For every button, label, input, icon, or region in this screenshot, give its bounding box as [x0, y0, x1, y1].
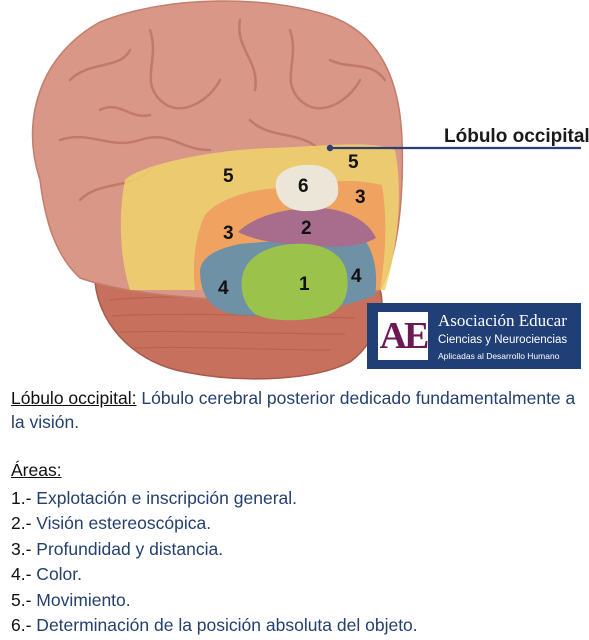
area-item: 2.- Visión estereoscópica.: [11, 511, 418, 536]
area-description: Profundidad y distancia.: [31, 538, 224, 559]
area-number: 4.-: [11, 564, 32, 585]
region-label-6: 6: [298, 176, 309, 197]
areas-heading: Áreas:: [11, 460, 62, 480]
region-label-4-left: 4: [218, 278, 229, 299]
region-2: [238, 207, 376, 247]
logo-mark: AE: [378, 312, 429, 360]
area-number: 1.-: [11, 488, 32, 508]
region-label-3-right: 3: [355, 187, 366, 208]
areas-list: 1.- Explotación e inscripción general. 2…: [11, 486, 418, 638]
region-6: [275, 164, 339, 212]
region-label-5-left: 5: [223, 166, 234, 187]
definition-term: Lóbulo occipital:: [11, 388, 137, 408]
region-label-1: 1: [299, 274, 310, 295]
region-label-4-right: 4: [351, 266, 362, 287]
area-number: 5.-: [11, 589, 32, 610]
area-description: Visión estereoscópica.: [31, 513, 212, 534]
area-item: 3.- Profundidad y distancia.: [11, 537, 418, 562]
area-item: 5.- Movimiento.: [11, 588, 418, 613]
definition: Lóbulo occipital: Lóbulo cerebral poster…: [11, 386, 581, 434]
region-label-3-left: 3: [223, 223, 234, 244]
area-item: 4.- Color.: [11, 562, 418, 587]
logo-title: Asociación Educar: [438, 311, 567, 330]
area-item: 6.- Determinación de la posición absolut…: [11, 613, 418, 638]
area-description: Color.: [31, 564, 83, 585]
area-number: 3.-: [11, 538, 32, 559]
brain-diagram: 1 2 3 3 4 4 5 5 6: [31, 0, 581, 380]
region-1: [241, 243, 348, 321]
area-item: 1.- Explotación e inscripción general.: [11, 486, 418, 511]
logo: AE Asociación Educar Ciencias y Neurocie…: [367, 303, 581, 369]
callout-dot: [326, 144, 334, 152]
area-description: Explotación e inscripción general.: [31, 488, 298, 508]
region-label-2: 2: [301, 218, 312, 239]
region-label-5-right: 5: [348, 152, 359, 173]
area-number: 6.-: [11, 614, 32, 635]
area-number: 2.-: [11, 513, 32, 534]
callout-label: Lóbulo occipital: [444, 126, 589, 147]
brain-gyri: [58, 18, 387, 202]
logo-tagline: Aplicadas al Desarrollo Humano: [438, 351, 560, 361]
logo-subtitle: Ciencias y Neurociencias: [438, 334, 568, 346]
area-description: Determinación de la posición absoluta de…: [31, 614, 418, 635]
definition-text: Lóbulo cerebral posterior dedicado funda…: [11, 388, 576, 432]
area-description: Movimiento.: [31, 589, 131, 610]
